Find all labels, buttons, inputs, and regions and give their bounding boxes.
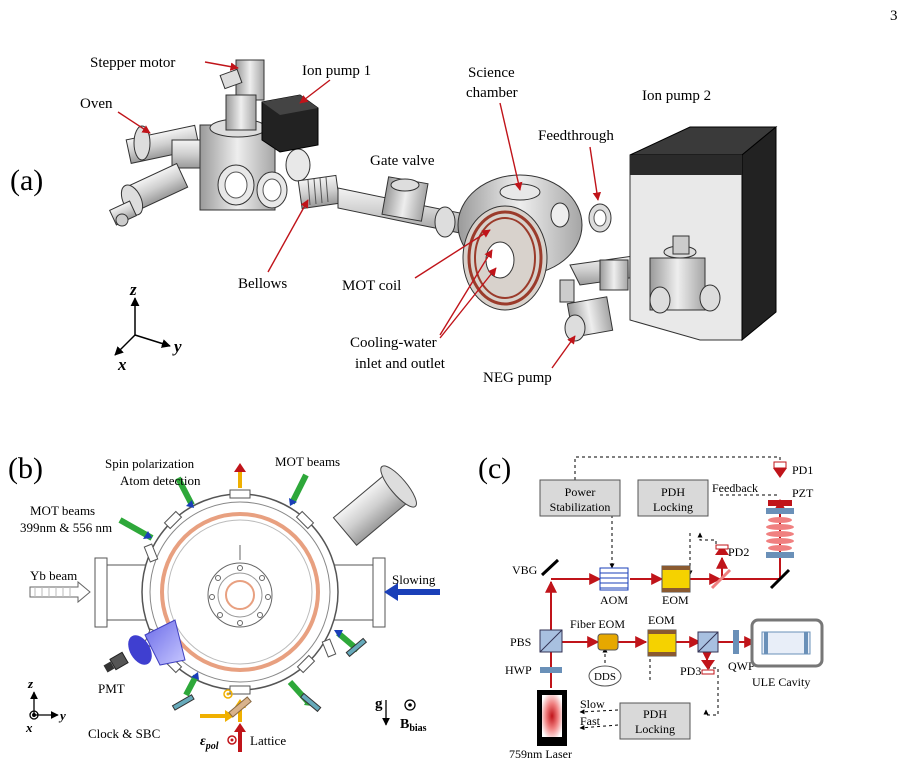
label-cooling-2: inlet and outlet [355, 356, 446, 372]
bbias-symbol: B [400, 717, 409, 732]
axis-a-z: z [129, 280, 137, 299]
label-power-stab-1: Power [565, 485, 596, 499]
label-ion-pump-1: Ion pump 1 [302, 63, 371, 79]
panel-b-tag: (b) [8, 452, 43, 485]
ule-cavity [750, 618, 824, 668]
axis-a-x: x [117, 355, 127, 374]
axis-b-z: z [27, 676, 34, 691]
panel-a-axes [114, 297, 171, 356]
label-slow: Slow [580, 697, 605, 711]
pd1-detector [773, 461, 787, 478]
label-pdh-top-2: Locking [653, 500, 693, 514]
label-mot-beams-top: MOT beams [275, 454, 340, 469]
label-cooling-1: Cooling-water [350, 335, 437, 351]
eom-top-device [661, 565, 691, 593]
label-ion-pump-2: Ion pump 2 [642, 88, 711, 104]
pbs-cube [539, 629, 563, 653]
label-science-1: Science [468, 65, 515, 81]
label-g: g [375, 696, 383, 712]
panel-c: (c) [478, 452, 824, 761]
axis-b-y: y [58, 708, 66, 723]
label-bellows: Bellows [238, 276, 287, 292]
label-epol: εpol [200, 734, 219, 752]
clock-lattice-beams [200, 689, 252, 752]
epol-symbol: ε [200, 734, 206, 749]
source-cross [199, 118, 311, 211]
label-atom-detection: Atom detection [120, 473, 201, 488]
qwp-plate [733, 630, 739, 654]
pmt-detector [103, 619, 186, 673]
label-fast: Fast [580, 714, 601, 728]
label-qwp: QWP [728, 659, 755, 673]
label-yb-beam: Yb beam [30, 568, 77, 583]
label-dds: DDS [594, 671, 616, 683]
pdh-locking-bottom-box [619, 702, 691, 740]
label-pdh-bot-1: PDH [643, 707, 667, 721]
panel-b: (b) [8, 452, 440, 752]
epol-subscript: pol [205, 741, 219, 752]
axis-b-x: x [25, 720, 33, 735]
dds-source [588, 665, 622, 687]
label-science-2: chamber [466, 85, 518, 101]
label-vbg: VBG [512, 563, 538, 577]
label-mot-beams-left-2: 399nm & 556 nm [20, 520, 112, 535]
pdh-locking-top-box [637, 479, 709, 517]
bbias-subscript: bias [409, 723, 426, 734]
label-feedback: Feedback [712, 481, 758, 495]
aom-device [599, 567, 629, 591]
label-hwp: HWP [505, 663, 532, 677]
label-pbs: PBS [510, 635, 531, 649]
panel-a-leaders [117, 61, 602, 369]
label-ule: ULE Cavity [752, 675, 810, 689]
label-pd1: PD1 [792, 463, 813, 477]
label-oven: Oven [80, 96, 113, 112]
mot-coil-ring [160, 512, 320, 672]
reference-cavity [766, 508, 794, 558]
mot-beams [118, 473, 360, 706]
label-feedthrough: Feedthrough [538, 128, 614, 144]
axis-a-y: y [172, 337, 182, 356]
label-pd3: PD3 [680, 664, 701, 678]
yb-beam-arrow [29, 580, 91, 604]
label-pd2: PD2 [728, 545, 749, 559]
label-neg-pump: NEG pump [483, 370, 552, 386]
stepper-motor-part [219, 59, 265, 131]
label-pdh-bot-2: Locking [635, 722, 675, 736]
label-eom-mid: EOM [648, 613, 675, 627]
label-laser: 759nm Laser [509, 747, 572, 761]
label-clock-sbc: Clock & SBC [88, 726, 160, 741]
label-lattice: Lattice [250, 733, 286, 748]
panel-c-tag: (c) [478, 452, 511, 485]
vbg-grating [540, 558, 560, 577]
panel-b-axes [29, 691, 59, 720]
label-bbias: Bbias [400, 717, 427, 734]
label-gate-valve: Gate valve [370, 153, 435, 169]
panel-a-tag: (a) [10, 164, 43, 197]
power-stabilization-box [539, 479, 621, 517]
oven-assembly [108, 124, 218, 227]
label-pdh-top-1: PDH [661, 485, 685, 499]
label-slowing: Slowing [392, 572, 436, 587]
eom-mid-device [647, 629, 677, 657]
panel-a: (a) [10, 55, 778, 386]
label-pzt: PZT [792, 486, 814, 500]
label-aom: AOM [600, 593, 628, 607]
page-number: 3 [890, 8, 898, 24]
laser-759nm [537, 690, 567, 746]
fiber-eom-device [597, 633, 619, 651]
label-eom-top: EOM [662, 593, 689, 607]
label-pmt: PMT [98, 681, 125, 696]
label-fiber-eom: Fiber EOM [570, 617, 625, 631]
bellows-part [297, 174, 341, 210]
hwp-plate [540, 667, 562, 673]
label-mot-coil: MOT coil [342, 278, 401, 294]
label-spin-polarization: Spin polarization [105, 456, 195, 471]
label-mot-beams-left-1: MOT beams [30, 503, 95, 518]
label-stepper-motor: Stepper motor [90, 55, 175, 71]
label-power-stab-2: Stabilization [550, 500, 611, 514]
